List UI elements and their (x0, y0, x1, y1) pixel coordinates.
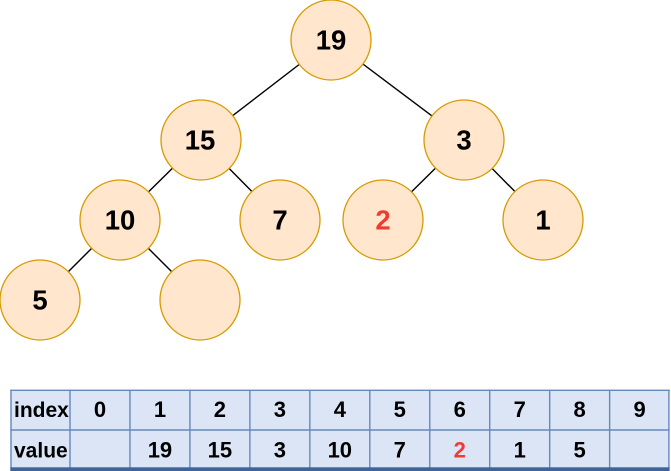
svg-text:9: 9 (633, 397, 645, 422)
svg-text:1: 1 (535, 205, 550, 236)
svg-text:7: 7 (514, 397, 526, 422)
svg-text:1: 1 (514, 438, 526, 463)
svg-text:1: 1 (154, 397, 166, 422)
svg-text:15: 15 (185, 125, 216, 156)
svg-text:3: 3 (274, 438, 286, 463)
svg-text:19: 19 (148, 438, 172, 463)
svg-text:2: 2 (454, 438, 466, 463)
svg-text:7: 7 (272, 205, 287, 236)
svg-text:6: 6 (454, 397, 466, 422)
svg-text:4: 4 (334, 397, 347, 422)
svg-text:5: 5 (394, 397, 406, 422)
svg-text:10: 10 (105, 205, 136, 236)
svg-text:15: 15 (208, 438, 232, 463)
svg-text:7: 7 (394, 438, 406, 463)
svg-text:5: 5 (32, 285, 47, 316)
svg-text:19: 19 (316, 25, 347, 56)
svg-text:0: 0 (94, 397, 106, 422)
svg-text:8: 8 (574, 397, 586, 422)
svg-text:index: index (14, 399, 69, 422)
svg-text:3: 3 (274, 397, 286, 422)
svg-text:3: 3 (456, 125, 471, 156)
svg-text:5: 5 (574, 438, 586, 463)
svg-text:value: value (14, 440, 68, 463)
svg-text:2: 2 (214, 397, 226, 422)
svg-text:10: 10 (328, 438, 352, 463)
svg-text:2: 2 (375, 205, 390, 236)
